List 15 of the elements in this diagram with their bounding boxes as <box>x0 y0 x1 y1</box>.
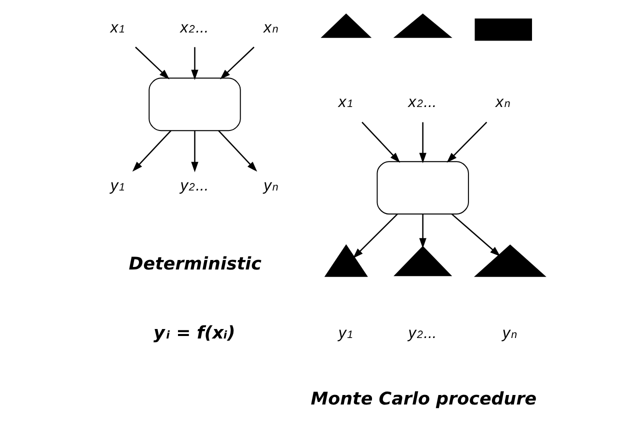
node-text: x1 <box>338 94 353 112</box>
node-text: x1 <box>110 19 124 36</box>
node-text: xn <box>495 94 510 112</box>
node-text: yn <box>263 178 278 195</box>
label: Deterministic <box>128 254 262 274</box>
node-label: y1 <box>338 325 353 342</box>
node-text: y2... <box>180 178 208 195</box>
node-text: y1 <box>110 178 124 195</box>
node-text: x2... <box>408 94 436 112</box>
node-label: y2... <box>408 325 436 342</box>
node-label: yn <box>502 325 517 342</box>
label: Monte Carlo procedure <box>310 390 536 410</box>
node-text: x2... <box>180 19 208 36</box>
label: yi = f(xi) <box>153 324 235 344</box>
node-text: xn <box>263 19 278 36</box>
